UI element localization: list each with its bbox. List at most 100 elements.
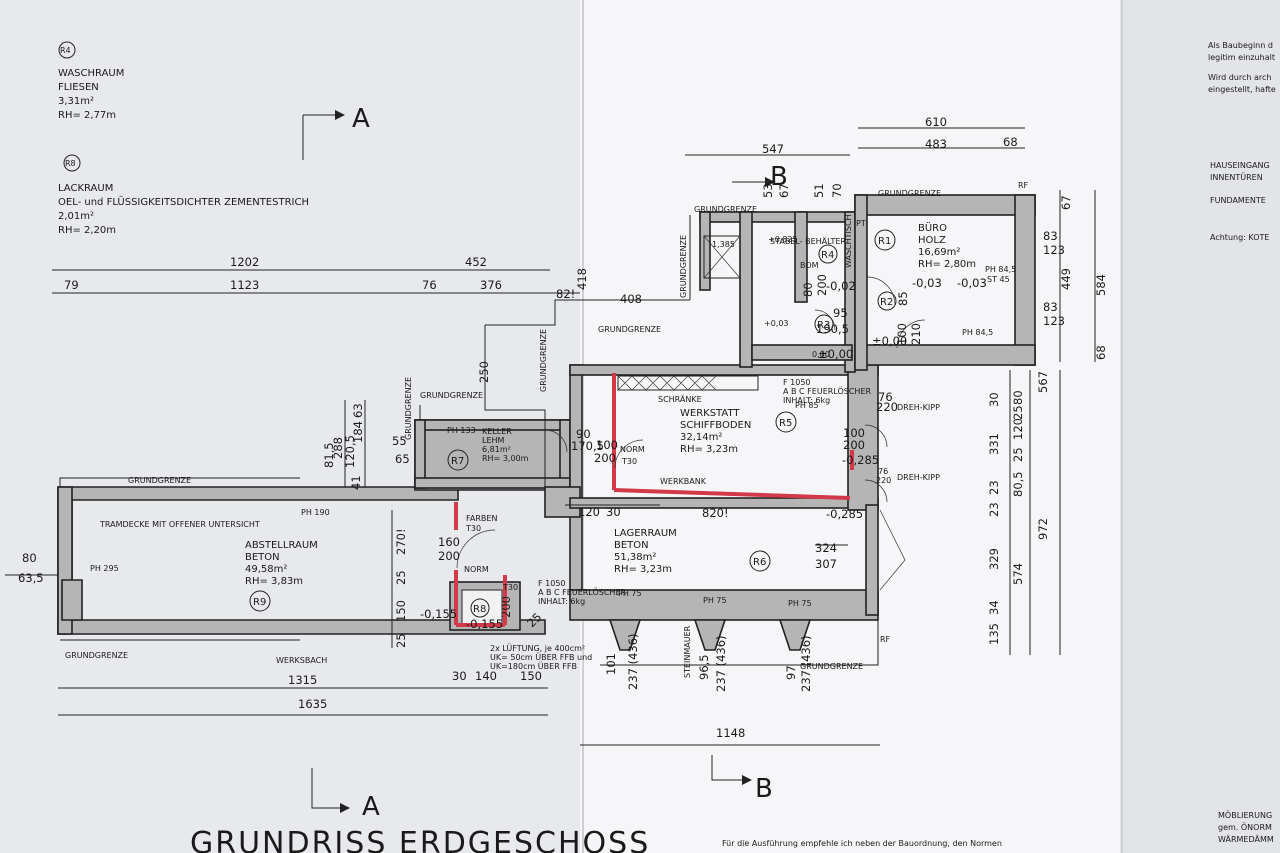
svg-text:T30: T30 [621, 457, 637, 466]
room-r7: R7 KELLER LEHM 6,81m² RH= 3,00m [447, 427, 529, 471]
dimension-label: 0,00 [812, 350, 830, 359]
svg-text:GRUNDGRENZE: GRUNDGRENZE [539, 329, 548, 392]
dimension-label: 25 [394, 570, 408, 585]
dimension-label: 53 [761, 183, 775, 198]
dimension-label: 1148 [716, 726, 745, 740]
dimension-label: 200 [438, 549, 460, 563]
svg-text:MÖBLIERUNG: MÖBLIERUNG [1218, 810, 1272, 820]
dimension-label: 237 (436) [714, 635, 728, 692]
svg-text:RH= 2,20m: RH= 2,20m [58, 225, 116, 236]
svg-text:gem. ÖNORM: gem. ÖNORM [1218, 822, 1272, 832]
dimension-label: 80 [801, 282, 815, 297]
dimension-label: 820! [702, 506, 729, 520]
dimension-label: 331 [987, 433, 1001, 455]
section-b-top: B [770, 162, 788, 192]
dimension-label: 452 [465, 255, 487, 269]
svg-text:R1: R1 [878, 236, 891, 247]
dimension-label: 135 [987, 623, 1001, 645]
room-r6: R6 LAGERRAUM BETON 51,38m² RH= 3,23m [614, 528, 771, 575]
legend-r4: R4 WASCHRAUM FLIESEN 3,31m² RH= 2,77m [58, 41, 124, 121]
svg-text:STABEL- BEHÄLTER: STABEL- BEHÄLTER [770, 236, 846, 246]
svg-text:R9: R9 [253, 597, 266, 608]
svg-text:KELLER: KELLER [482, 427, 512, 436]
dimension-label: 85 [896, 291, 910, 306]
dimension-label: 83 [1043, 300, 1058, 314]
dimension-label: -0,285 [826, 507, 863, 521]
svg-text:Wird durch arch: Wird durch arch [1208, 73, 1271, 82]
svg-text:HAUSEINGANG: HAUSEINGANG [1210, 161, 1270, 170]
dimension-label: 237 (436) [626, 633, 640, 690]
dimension-label: 25 [394, 633, 408, 648]
dimension-label: -0,285 [842, 453, 879, 467]
dimension-label: 80 [22, 551, 37, 565]
property-lines [59, 194, 1020, 666]
svg-text:PT: PT [856, 219, 866, 228]
svg-text:RH= 3,83m: RH= 3,83m [245, 576, 303, 587]
svg-text:GRUNDGRENZE: GRUNDGRENZE [598, 325, 661, 334]
svg-text:6,81m²: 6,81m² [482, 445, 511, 454]
dimension-label: 170,5 [571, 439, 604, 453]
dimension-label: 1315 [288, 673, 317, 687]
svg-text:T30: T30 [502, 583, 518, 592]
dimension-label: 97 [784, 665, 798, 680]
section-markers [302, 110, 775, 813]
dimension-label: 55 [392, 434, 407, 448]
svg-text:GRUNDGRENZE: GRUNDGRENZE [878, 189, 941, 198]
dimension-label: 220 [876, 400, 898, 414]
svg-text:ST 45: ST 45 [987, 275, 1010, 284]
fire-walls [454, 373, 854, 627]
dimension-label: -0,155 [466, 617, 503, 631]
dimension-label: 23 [987, 480, 1001, 495]
svg-text:Achtung: KOTE: Achtung: KOTE [1210, 233, 1269, 242]
cabinets [617, 235, 759, 391]
dimension-label: 408 [620, 292, 642, 306]
svg-text:GRUNDGRENZE: GRUNDGRENZE [128, 476, 191, 485]
svg-text:BOM: BOM [800, 261, 819, 270]
dimension-label: ±0,00 [872, 334, 907, 348]
dimension-label: 307 [815, 557, 837, 571]
paper-center [580, 0, 1200, 853]
dimension-label: -0,02 [826, 279, 856, 293]
svg-text:R2: R2 [880, 297, 893, 308]
dimension-label: 120 [578, 505, 600, 519]
svg-text:RF: RF [880, 635, 891, 644]
svg-text:GRUNDGRENZE: GRUNDGRENZE [679, 235, 688, 298]
dimension-label: 34 [987, 600, 1001, 615]
dimension-label: 90 [576, 427, 591, 441]
svg-text:FLIESEN: FLIESEN [58, 82, 99, 93]
svg-text:WERKSTATT: WERKSTATT [680, 408, 740, 419]
dimension-label: 150 [520, 669, 542, 683]
dimension-label: 100 [843, 426, 865, 440]
dimension-label: 123 [1043, 314, 1065, 328]
svg-text:FUNDAMENTE: FUNDAMENTE [1210, 196, 1266, 205]
dimension-label: 101 [604, 653, 618, 675]
svg-text:PH 84,5: PH 84,5 [962, 328, 993, 337]
legend-r8: R8 LACKRAUM OEL- und FLÜSSIGKEITSDICHTER… [58, 154, 309, 236]
svg-text:eingestellt, hafte: eingestellt, hafte [1208, 85, 1276, 94]
dimension-label: 200 [815, 274, 829, 296]
svg-text:PH 190: PH 190 [301, 508, 330, 517]
dimension-label: 1635 [298, 697, 327, 711]
svg-text:GRUNDGRENZE: GRUNDGRENZE [420, 391, 483, 400]
dimension-label: 30 [606, 505, 621, 519]
dimension-label: 324 [815, 541, 837, 555]
dimension-label: 1,385 [712, 240, 735, 249]
room-r9: R9 ABSTELLRAUM BETON 49,58m² RH= 3,83m [245, 540, 318, 612]
svg-text:RH= 3,00m: RH= 3,00m [482, 454, 529, 463]
svg-text:BETON: BETON [614, 540, 649, 551]
svg-text:OEL- und FLÜSSIGKEITSDICHTER Z: OEL- und FLÜSSIGKEITSDICHTER ZEMENTESTRI… [58, 195, 309, 208]
dimension-label: 120 [1011, 418, 1025, 440]
dimension-label: 200 [499, 596, 513, 618]
dimension-label: 63,5 [18, 571, 44, 585]
svg-text:PH 75: PH 75 [703, 596, 727, 605]
dimension-label: 51 [812, 183, 826, 198]
dimension-label: 30 [987, 392, 1001, 407]
dimension-label: 210 [909, 323, 923, 345]
svg-text:49,58m²: 49,58m² [245, 564, 287, 575]
svg-text:PH 75: PH 75 [788, 599, 812, 608]
dimension-label: 288 [331, 437, 345, 459]
